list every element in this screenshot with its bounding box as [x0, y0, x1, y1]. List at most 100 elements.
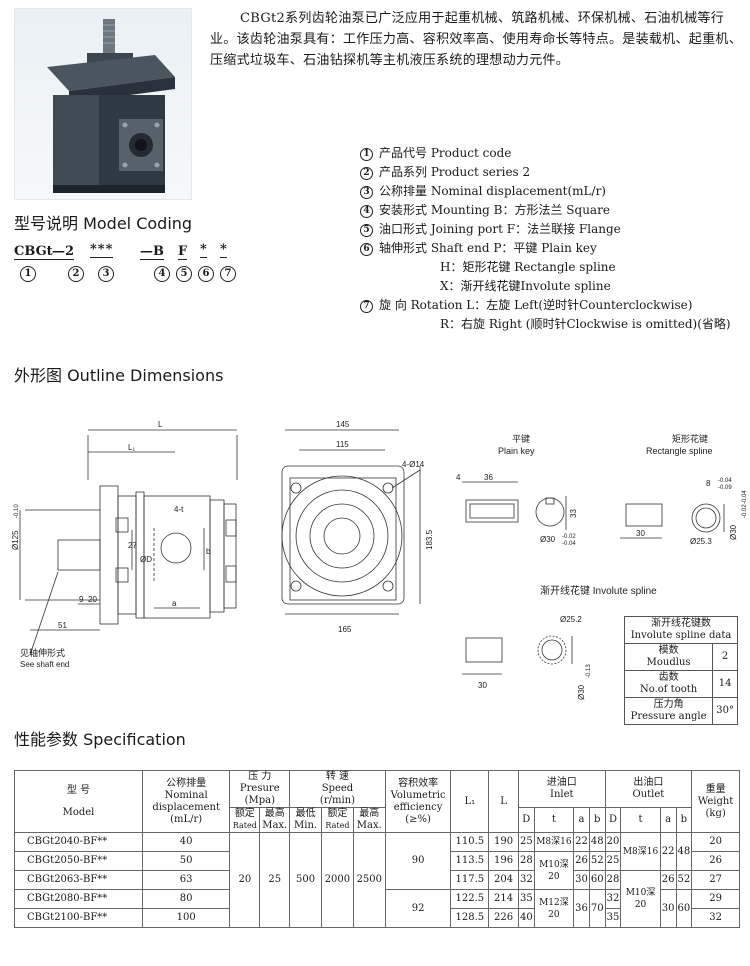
spec-title: 性能参数 Specification	[14, 730, 186, 749]
dim-pk-33: 33	[569, 509, 578, 518]
legend-item: R：右旋 Right (顺时针Clockwise is omitted)(省略)	[440, 317, 731, 331]
col-out-D: D	[604, 807, 622, 833]
code-part-3: ***	[90, 242, 114, 258]
dim-pk-tol-up: -0.02	[562, 534, 576, 540]
dim-9: 9	[79, 595, 84, 604]
dim-rs-30: 30	[636, 529, 645, 538]
rect-spline-en: Rectangle spline	[646, 446, 713, 456]
col-in-D: D	[517, 807, 535, 833]
rect-spline-cn: 矩形花键	[672, 433, 708, 444]
dim-rs-tol2-dn: -0.04	[742, 490, 748, 504]
col-in-a: a	[573, 807, 590, 833]
dim-rs-tol-up: -0.04	[718, 478, 732, 484]
dim-iv-phi252: Ø25.2	[560, 615, 582, 624]
dim-iv-30: 30	[478, 681, 487, 690]
outline-title: 外形图 Outline Dimensions	[14, 366, 224, 385]
col-in-b: b	[588, 807, 606, 833]
code-part-1: CBGt	[14, 244, 53, 260]
col-in-t: t	[533, 807, 575, 833]
shaft-note-cn: 见轴伸形式	[20, 647, 65, 658]
code-number-2: 2	[68, 266, 84, 282]
table-row: CBGt2100-BF** 100 128.5 226 40 35 32	[14, 908, 740, 928]
code-number-7: 7	[220, 266, 236, 282]
dim-4t: 4-t	[174, 505, 184, 514]
table-row: CBGt2040-BF** 40 20 25 500 2000 2500 90 …	[14, 832, 740, 928]
dim-rs-phi30: Ø30	[729, 524, 738, 540]
dim-pk-phi30: Ø30	[540, 535, 556, 544]
code-number-5: 5	[176, 266, 192, 282]
dim-145: 145	[336, 420, 350, 429]
dim-rs-tol2-up: -0.02	[742, 504, 748, 518]
dim-L: L	[158, 420, 163, 429]
dim-165: 165	[338, 625, 352, 634]
dim-pk-tol-dn: -0.04	[562, 541, 576, 547]
dim-iv-tol: -0.13	[586, 664, 592, 678]
code-number-6: 6	[198, 266, 214, 282]
plain-key-cn: 平键	[512, 433, 530, 444]
dim-20: 20	[88, 595, 97, 604]
code-number-4: 4	[154, 266, 170, 282]
dim-115: 115	[336, 440, 349, 449]
col-L1: L₁	[450, 770, 490, 833]
involute-label: 渐开线花键 Involute spline	[540, 584, 657, 597]
intro-paragraph: CBGt2系列齿轮油泵已广泛应用于起重机械、筑路机械、环保机械、石油机械等行业。…	[210, 11, 743, 68]
pump-photo	[14, 8, 192, 200]
dim-phiD: ØD	[140, 555, 152, 564]
code-part-7: *	[220, 242, 227, 258]
legend-item: H：矩形花键 Rectangle spline	[440, 260, 616, 274]
code-part-2: —2	[52, 244, 75, 260]
dim-27: 27	[128, 541, 137, 550]
code-number-1: 1	[20, 266, 36, 282]
dim-phi125: Ø125	[11, 530, 20, 550]
dim-pk-36: 36	[484, 473, 493, 482]
dim-pk-4: 4	[456, 473, 461, 482]
dim-phi125-tol: -0.10	[14, 504, 20, 518]
dim-51: 51	[58, 621, 67, 630]
code-number-3: 3	[98, 266, 114, 282]
table-row: CBGt2080-BF** 80 92 122.5 214 35 M12深20 …	[14, 889, 740, 928]
outline-drawing: L L₁ 4-t b ØD a 27 9 20 51 Ø125 -0.10 见轴…	[11, 420, 748, 700]
model-code: CBGt —2 *** —B F * * 1 2 3 4 5 6 7	[14, 242, 254, 288]
col-out-a: a	[659, 807, 677, 833]
dim-holes: 4-Ø14	[402, 460, 425, 469]
dim-rs-tol-dn: -0.09	[718, 485, 732, 491]
dim-a: a	[172, 599, 177, 608]
col-out-b: b	[675, 807, 693, 833]
dim-183: 183.5	[425, 529, 434, 550]
code-part-6: *	[200, 242, 207, 258]
dim-rs-phi253: Ø25.3	[690, 537, 712, 546]
dim-L1: L₁	[128, 443, 135, 452]
code-part-5: F	[178, 244, 188, 260]
table-row: CBGt2050-BF** 50 113.5 196 28 M10深20 26 …	[14, 851, 740, 890]
dim-iv-phi30: Ø30	[577, 684, 586, 700]
shaft-note-en: See shaft end	[20, 660, 69, 669]
plain-key-en: Plain key	[498, 446, 535, 456]
dim-rs-8: 8	[706, 479, 711, 488]
dim-b: b	[206, 547, 211, 556]
